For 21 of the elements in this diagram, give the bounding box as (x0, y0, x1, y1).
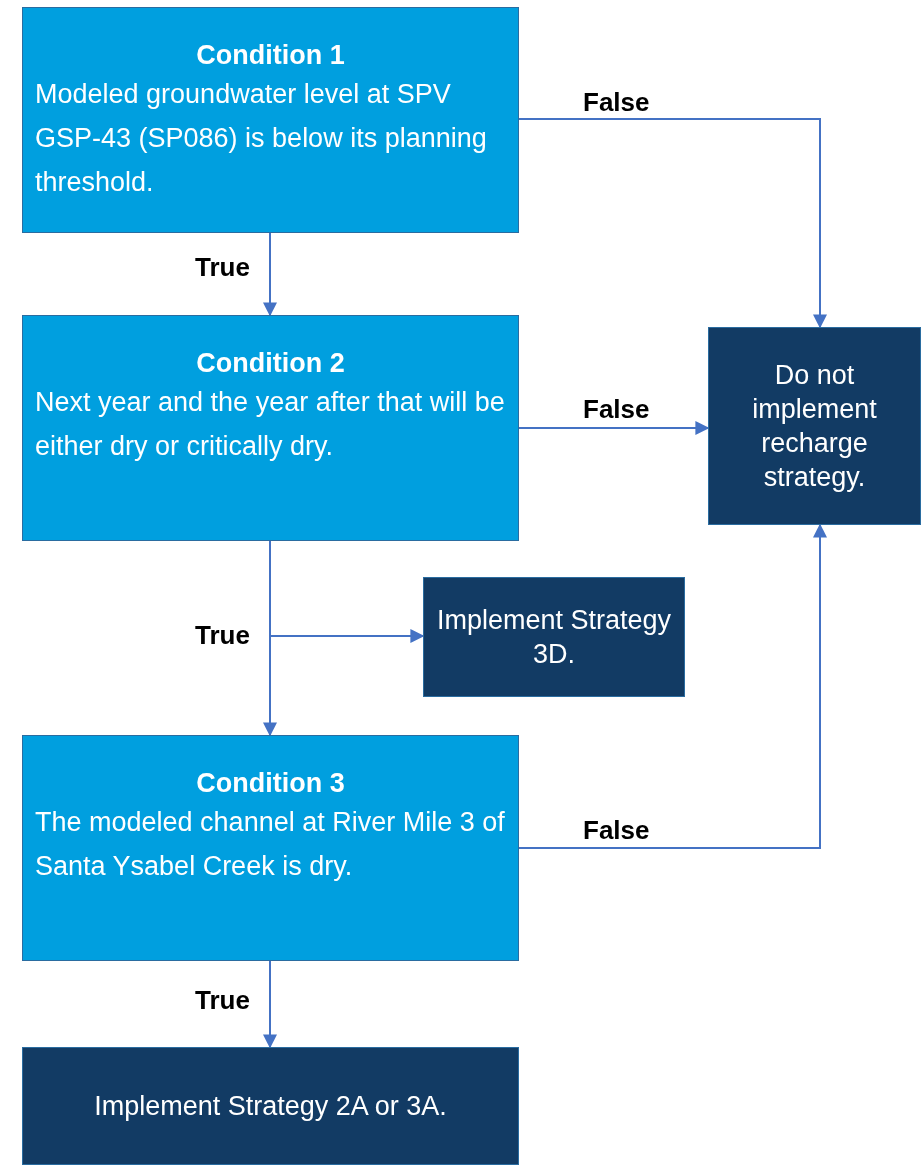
outcome-box (708, 327, 921, 525)
condition-text: The modeled channel at River Mile 3 of Santa Ysabel Creek is dry. (35, 806, 506, 883)
arrow (263, 960, 277, 1049)
outcome-box (423, 577, 685, 697)
arrow (518, 118, 827, 329)
condition-title: Condition 1 (195, 39, 346, 72)
outcome-box (22, 1047, 519, 1165)
outcome-text: Implement Strategy 2A or 3A. (94, 1090, 447, 1123)
arrow (518, 421, 710, 435)
condition-box (22, 735, 519, 961)
condition-text: Next year and the year after that will be either dry or critically dry. (35, 386, 506, 463)
outcome-text: Do not implement recharge strategy. (751, 359, 878, 494)
condition-box (22, 7, 519, 233)
outcome-text: Implement Strategy 3D. (435, 604, 673, 671)
condition-box (22, 315, 519, 541)
arrow (518, 523, 827, 849)
arrow (263, 540, 277, 737)
condition-title: Condition 3 (195, 767, 346, 800)
condition-title: Condition 2 (195, 347, 346, 380)
condition-text: Modeled groundwater level at SPV GSP-43 (SP086) is below its planning threshold. (35, 78, 488, 199)
arrow (263, 232, 277, 317)
